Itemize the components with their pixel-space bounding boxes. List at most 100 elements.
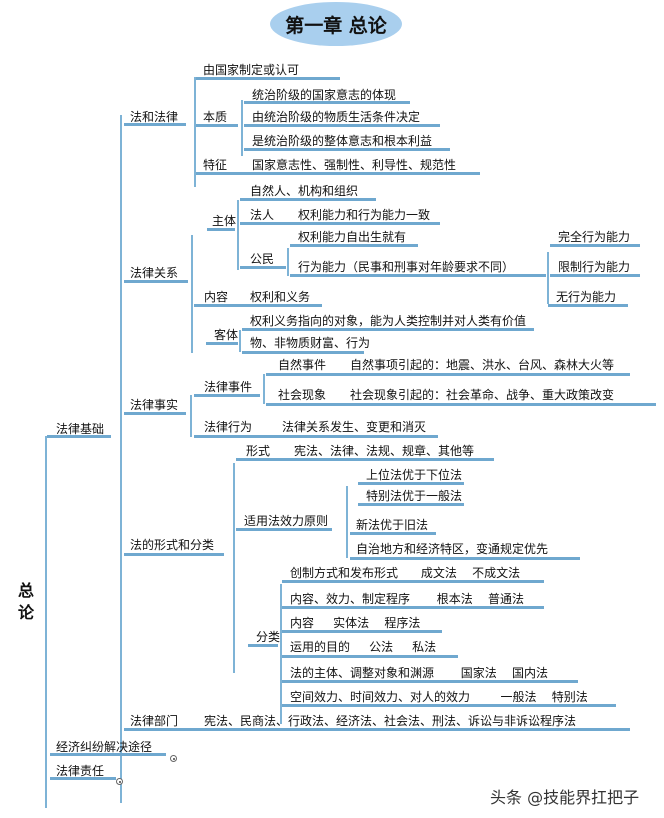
bracket — [287, 248, 289, 276]
relation-legal-person[interactable]: 法人 — [250, 208, 275, 222]
underline — [282, 704, 616, 707]
fact-event-label[interactable]: 法律事件 — [204, 380, 253, 394]
underline — [290, 274, 546, 277]
form-class-label[interactable]: 分类 — [256, 630, 281, 644]
law-feature-label[interactable]: 特征 — [203, 158, 228, 172]
principle-4: 自治地方和经济特区，变通规定优先 — [356, 542, 549, 556]
underline — [194, 304, 322, 307]
chapter-title: 第一章 总论 — [270, 2, 402, 46]
fact-social[interactable]: 社会现象 — [278, 388, 327, 402]
underline — [236, 528, 332, 531]
fact-natural-desc: 自然事项引起的：地震、洪水、台风、森林大火等 — [350, 358, 615, 372]
node-form[interactable]: 法的形式和分类 — [130, 538, 215, 552]
law-essence-1: 统治阶级的国家意志的体现 — [252, 88, 397, 102]
node-dispute[interactable]: 经济纠纷解决途径 — [56, 740, 153, 754]
dept-desc: 宪法、民商法、行政法、经济法、社会法、刑法、诉讼与非诉讼程序法 — [204, 714, 577, 728]
class-3: 内容 实体法 程序法 — [290, 616, 421, 630]
relation-object-def: 权利义务指向的对象，能为人类控制并对人类有价值 — [250, 314, 527, 328]
class-2: 内容、效力、制定程序 根本法 普通法 — [290, 592, 524, 606]
bracket — [194, 77, 196, 187]
law-made: 由国家制定或认可 — [203, 63, 300, 77]
capacity-full: 完全行为能力 — [558, 230, 631, 244]
underline — [124, 412, 186, 415]
underline — [240, 266, 286, 269]
underline — [248, 644, 278, 647]
form-principle-label[interactable]: 适用法效力原则 — [244, 514, 329, 528]
principle-2: 特别法优于一般法 — [366, 489, 463, 503]
underline — [282, 680, 578, 683]
law-essence-2: 由统治阶级的物质生活条件决定 — [252, 110, 421, 124]
underline — [282, 630, 442, 633]
form-form-label[interactable]: 形式 — [246, 444, 271, 458]
node-liability[interactable]: 法律责任 — [56, 764, 105, 778]
law-essence-3: 是统治阶级的整体意志和根本利益 — [252, 134, 433, 148]
underline — [242, 328, 534, 331]
relation-subject-org: 自然人、机构和组织 — [250, 184, 359, 198]
foundation-connector — [120, 115, 122, 803]
underline — [290, 244, 418, 247]
underline — [282, 655, 458, 658]
collapsed-marker-icon[interactable] — [116, 778, 123, 785]
class-4: 运用的目的 公法 私法 — [290, 640, 437, 654]
relation-citizen[interactable]: 公民 — [250, 252, 275, 266]
root-node[interactable]: 总论 — [17, 581, 34, 622]
underline — [240, 222, 440, 225]
relation-object-label[interactable]: 客体 — [214, 328, 239, 342]
node-fact[interactable]: 法律事实 — [130, 398, 179, 412]
relation-subject-label[interactable]: 主体 — [212, 214, 237, 228]
underline — [207, 228, 235, 231]
underline — [196, 172, 480, 175]
bracket — [241, 100, 243, 156]
relation-citizen-right: 权利能力自出生就有 — [298, 230, 407, 244]
underline — [282, 580, 544, 583]
watermark: 头条 @技能界扛把子 — [490, 788, 640, 807]
law-essence-label[interactable]: 本质 — [203, 110, 228, 124]
node-relation[interactable]: 法律关系 — [130, 266, 179, 280]
underline — [206, 342, 238, 345]
underline — [124, 280, 188, 283]
underline — [242, 351, 364, 354]
relation-citizen-capacity: 行为能力（民事和刑事对年龄要求不同） — [298, 260, 515, 274]
law-feature: 国家意志性、强制性、利导性、规范性 — [252, 158, 457, 172]
class-6: 空间效力、时间效力、对人的效力 一般法 特别法 — [290, 690, 588, 704]
underline — [548, 304, 628, 307]
bracket — [547, 252, 549, 304]
bracket — [263, 374, 265, 404]
relation-content: 权利和义务 — [250, 290, 311, 304]
underline — [358, 503, 464, 506]
relation-object-items: 物、非物质财富、行为 — [250, 336, 371, 350]
fact-social-desc: 社会现象引起的：社会革命、战争、重大政策改变 — [350, 388, 615, 402]
class-1: 创制方式和发布形式 成文法 不成文法 — [290, 566, 521, 580]
underline — [50, 753, 166, 756]
node-law[interactable]: 法和法律 — [130, 110, 179, 124]
bracket — [190, 395, 192, 437]
bracket — [233, 463, 235, 673]
underline — [244, 101, 410, 104]
underline — [196, 124, 238, 127]
fact-act-desc: 法律关系发生、变更和消灭 — [282, 420, 427, 434]
fact-act-label[interactable]: 法律行为 — [204, 420, 253, 434]
bracket — [237, 200, 239, 270]
underline — [350, 557, 580, 560]
class-5: 法的主体、调整对象和渊源 国家法 国内法 — [290, 666, 548, 680]
relation-legal-person-desc: 权利能力和行为能力一致 — [298, 208, 431, 222]
bracket — [191, 235, 193, 353]
underline — [124, 553, 224, 556]
underline — [550, 274, 640, 277]
relation-content-label[interactable]: 内容 — [204, 290, 229, 304]
root-connector — [45, 436, 47, 808]
fact-natural[interactable]: 自然事件 — [278, 358, 327, 372]
bracket — [239, 330, 241, 352]
underline — [244, 148, 450, 151]
underline — [47, 435, 111, 438]
bracket — [346, 486, 348, 558]
collapsed-marker-icon[interactable] — [170, 755, 177, 762]
underline — [358, 482, 464, 485]
capacity-none: 无行为能力 — [556, 290, 617, 304]
underline — [350, 532, 436, 535]
underline — [194, 435, 438, 438]
node-foundation[interactable]: 法律基础 — [56, 422, 105, 436]
underline — [124, 123, 186, 126]
node-dept[interactable]: 法律部门 — [130, 714, 179, 728]
underline — [50, 777, 116, 780]
